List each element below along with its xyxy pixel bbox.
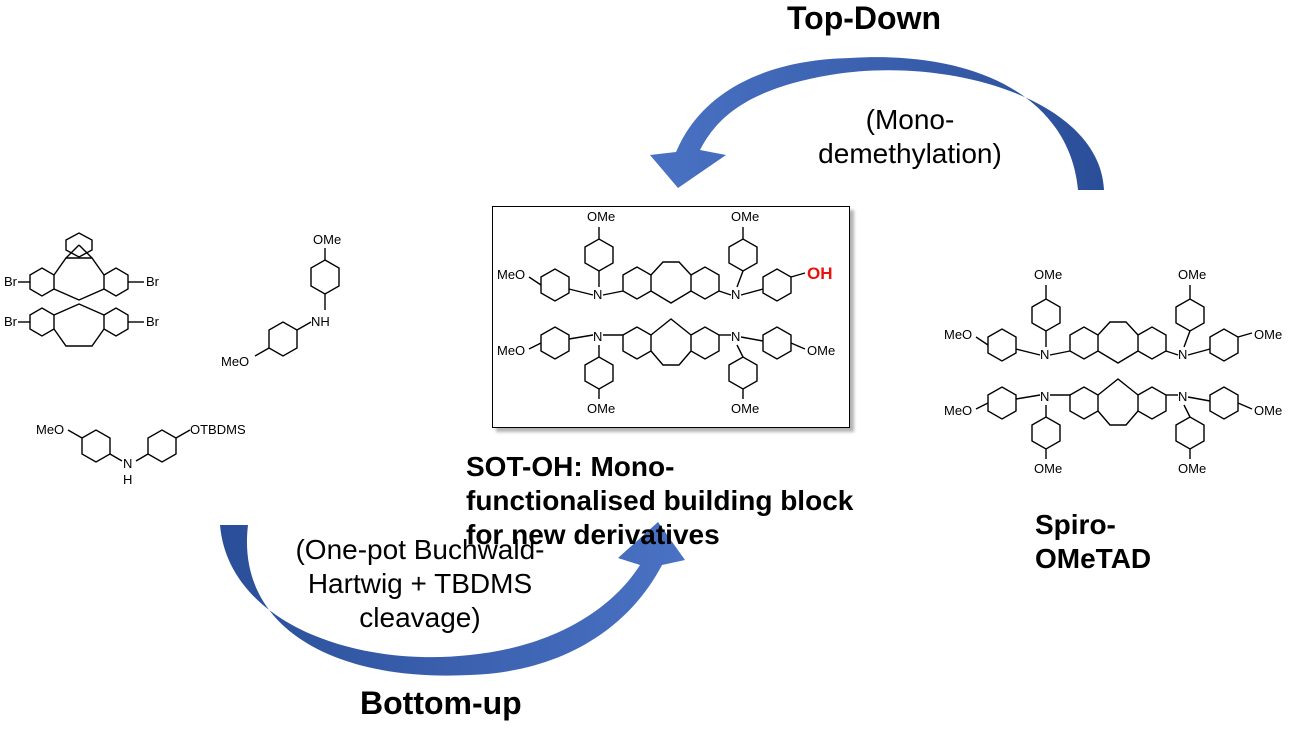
br-label-2: Br <box>146 274 160 289</box>
top-arrow-label: (Mono- demethylation) <box>790 103 1030 171</box>
bottom-up-title: Bottom-up <box>360 685 522 721</box>
meo-label-r2: MeO <box>944 403 972 418</box>
dimethoxydiphenylamine-structure: OMe NH MeO <box>221 232 341 369</box>
top-arrow-label-line2: demethylation) <box>818 138 1002 169</box>
h-label-tbdms: H <box>123 472 132 487</box>
bottom-arrow-label-line2: Hartwig + TBDMS <box>307 568 533 599</box>
ome-label-amine: OMe <box>313 232 341 247</box>
sot-oh-caption-line2: functionalised building block <box>466 485 854 516</box>
ome-label-r3: OMe <box>1254 327 1282 342</box>
ome-label-r5: OMe <box>1254 403 1282 418</box>
sot-oh-caption-line3: for new derivatives <box>466 519 720 550</box>
br-label-4: Br <box>146 314 160 329</box>
top-down-title: Top-Down <box>787 0 942 36</box>
ome-label-r4: OMe <box>1034 461 1062 476</box>
meo-label-r1: MeO <box>944 327 972 342</box>
meo-label-c2: MeO <box>497 343 525 358</box>
n-label-c3: N <box>593 329 602 344</box>
spiro-ometad-structure: N N N N OMe MeO OMe OMe MeO OMe OMe <box>944 267 1282 476</box>
sot-oh-structure-box: N N N N OMe MeO OMe OH <box>492 206 850 428</box>
sot-oh-caption: SOT-OH: Mono- functionalised building bl… <box>466 450 906 552</box>
spiro-ometad-caption-line2: OMeTAD <box>1035 543 1152 574</box>
br-label-3: Br <box>4 314 18 329</box>
tbdms-amine-structure: MeO N H OTBDMS <box>36 422 246 487</box>
n-label-tbdms: N <box>123 456 132 471</box>
n-label-r1: N <box>1040 347 1049 362</box>
bottom-up-arrow <box>220 522 685 676</box>
spiro-ometad-caption-line1: Spiro- <box>1035 509 1116 540</box>
br-label-1: Br <box>4 274 18 289</box>
sot-oh-structure: N N N N OMe MeO OMe OH <box>497 209 835 416</box>
bottom-arrow-label-line3: cleavage) <box>359 602 481 633</box>
sot-oh-caption-line1: SOT-OH: Mono- <box>466 451 675 482</box>
nh-label: NH <box>311 314 330 329</box>
n-label-c4: N <box>731 329 740 344</box>
meo-label-amine: MeO <box>221 354 249 369</box>
spiro-ometad-caption: Spiro- OMeTAD <box>1035 508 1151 576</box>
ome-label-c1: OMe <box>587 209 615 224</box>
ome-label-r1: OMe <box>1034 267 1062 282</box>
top-down-arrow <box>650 57 1104 190</box>
ome-label-c5: OMe <box>731 401 759 416</box>
meo-label-c1: MeO <box>497 267 525 282</box>
bottom-arrow-label-line1: (One-pot Buchwald- <box>295 534 545 565</box>
ome-label-c2: OMe <box>731 209 759 224</box>
n-label-c1: N <box>593 287 602 302</box>
ome-label-c3: OMe <box>587 401 615 416</box>
ome-label-r2: OMe <box>1178 267 1206 282</box>
meo-label-tbdms: MeO <box>36 422 64 437</box>
n-label-c2: N <box>731 287 740 302</box>
n-label-r4: N <box>1178 389 1187 404</box>
otbdms-label: OTBDMS <box>190 422 246 437</box>
tetrabromo-spirobifluorene-structure: Br Br Br Br <box>4 232 160 347</box>
ome-label-r6: OMe <box>1178 461 1206 476</box>
bottom-arrow-label: (One-pot Buchwald- Hartwig + TBDMS cleav… <box>290 533 550 635</box>
ome-label-c4: OMe <box>807 343 835 358</box>
n-label-r2: N <box>1178 347 1187 362</box>
n-label-r3: N <box>1040 389 1049 404</box>
top-arrow-label-line1: (Mono- <box>865 104 955 135</box>
oh-label: OH <box>807 264 833 283</box>
